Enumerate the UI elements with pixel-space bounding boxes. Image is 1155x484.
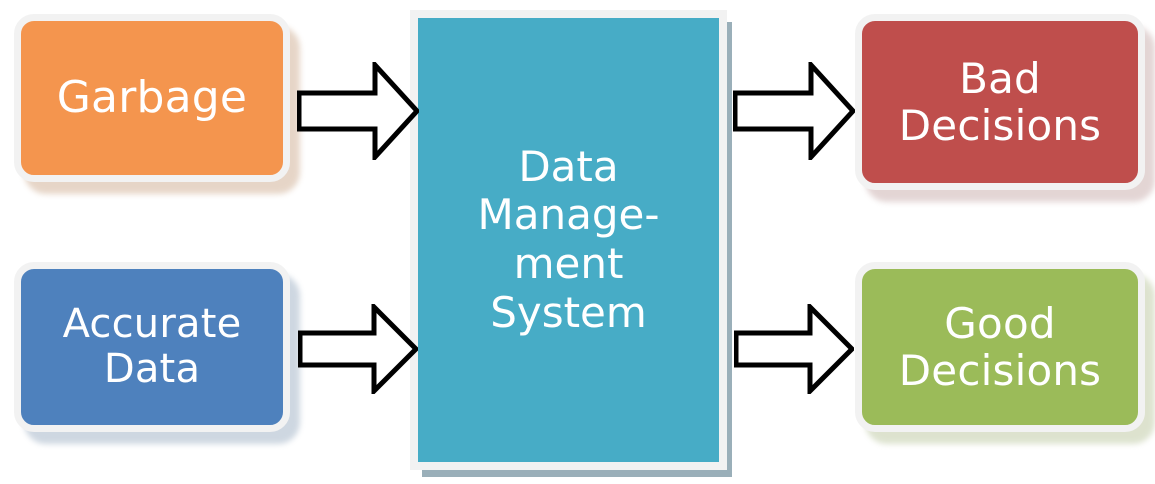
arrow-right-icon-system-to-bad-decisions [733,62,855,160]
output-box-bad-decisions[interactable]: Bad Decisions [855,14,1145,190]
input-box-garbage[interactable]: Garbage [14,14,290,182]
arrow-right-icon-system-to-good-decisions [734,304,854,394]
process-box-data-management-system[interactable]: Data Manage- ment System [410,10,727,470]
data-management-system-shadow-right [722,22,732,477]
output-box-good-decisions[interactable]: Good Decisions [855,262,1145,432]
data-management-system-shadow-bottom [422,468,732,477]
input-box-accurate-data-label: Accurate Data [62,301,242,392]
arrow-right-icon-garbage-to-system [297,62,419,160]
output-box-bad-decisions-label: Bad Decisions [898,53,1102,150]
input-box-garbage-label: Garbage [56,72,248,124]
process-box-data-management-system-label: Data Manage- ment System [477,141,660,337]
output-box-good-decisions-label: Good Decisions [898,298,1102,395]
input-box-accurate-data[interactable]: Accurate Data [14,262,290,432]
arrow-right-icon-accurate-data-to-system [298,304,418,394]
